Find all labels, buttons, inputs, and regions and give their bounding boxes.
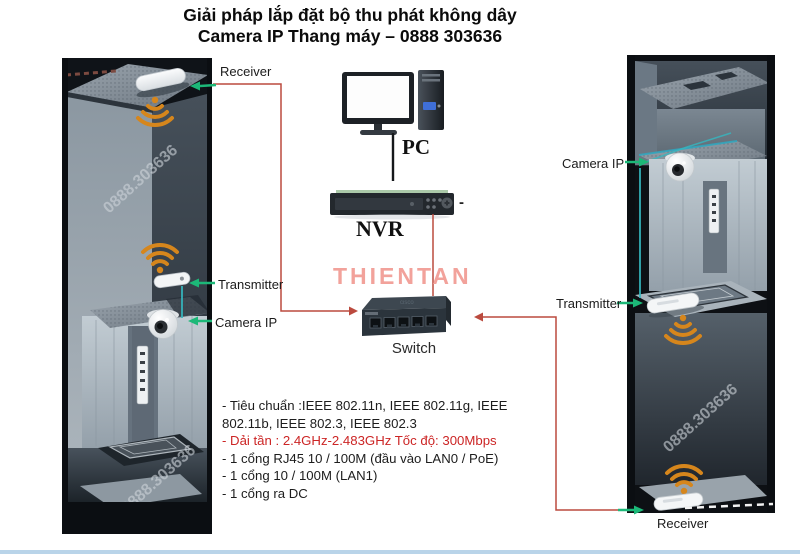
nvr-front-panel bbox=[335, 198, 423, 210]
nvr-illustration bbox=[330, 190, 454, 220]
right-transmitter-arrow-icon bbox=[633, 298, 643, 308]
pc-illustration bbox=[342, 70, 444, 135]
right-dome-camera bbox=[665, 152, 695, 182]
label-left-receiver: Receiver bbox=[220, 64, 272, 79]
switch-illustration: cisco bbox=[362, 296, 451, 336]
title-line-2: Camera IP Thang máy – 0888 303636 bbox=[197, 26, 503, 46]
spec-frequency: - Dải tần : 2.4GHz-2.483GHz Tốc độ: 300M… bbox=[222, 433, 497, 448]
left-line-arrowhead-icon bbox=[349, 306, 358, 316]
pc-tower-display bbox=[423, 102, 436, 110]
label-nvr: NVR bbox=[356, 216, 404, 241]
label-switch: Switch bbox=[391, 340, 437, 357]
label-left-transmitter: Transmitter bbox=[218, 277, 284, 292]
label-pc: PC bbox=[402, 135, 430, 159]
page-title: Giải pháp lắp đặt bộ thu phát không dây … bbox=[90, 5, 610, 47]
right-bottom-dashed-line bbox=[684, 502, 774, 510]
switch-top-face bbox=[362, 296, 446, 310]
left-pit-floor bbox=[80, 474, 202, 508]
brand-watermark: THIENTAN bbox=[333, 263, 472, 289]
left-camera-arrow-icon bbox=[188, 316, 198, 326]
switch-side-face bbox=[446, 296, 451, 326]
title-line-1: Giải pháp lắp đặt bộ thu phát không dây bbox=[183, 5, 517, 25]
right-receiver-device bbox=[653, 492, 704, 511]
bottom-divider-bar bbox=[0, 550, 800, 554]
spec-port3: - 1 cổng ra DC bbox=[222, 485, 308, 501]
spec-port1: - 1 cổng RJ45 10 / 100M (đầu vào LAN0 / … bbox=[222, 450, 499, 466]
right-receiver-switch-line bbox=[483, 316, 622, 511]
right-elevator-illustration: 0888.303636 bbox=[627, 55, 775, 513]
spec-port2: - 1 cổng 10 / 100M (LAN1) bbox=[222, 468, 378, 483]
nvr-dash-mark: - bbox=[459, 194, 464, 211]
right-ceiling-vent bbox=[683, 81, 711, 90]
pc-monitor-screen bbox=[347, 76, 409, 118]
nvr-top-highlight bbox=[336, 190, 448, 194]
left-elevator-illustration: 0888.303636 bbox=[62, 58, 212, 534]
left-ceiling-edge bbox=[67, 92, 153, 113]
left-frame-bottom bbox=[62, 502, 212, 534]
left-receiver-arrow-icon bbox=[190, 81, 200, 91]
right-transmitter-device bbox=[646, 292, 705, 318]
left-receiver-device bbox=[135, 67, 190, 98]
left-receiver-switch-line bbox=[213, 83, 349, 312]
left-cab-control-panel bbox=[136, 345, 149, 405]
label-right-receiver: Receiver bbox=[657, 516, 709, 531]
right-shaft-pit bbox=[635, 313, 767, 485]
spec-standards: - Tiêu chuẩn :IEEE 802.11n, IEEE 802.11g… bbox=[222, 398, 508, 431]
label-right-transmitter: Transmitter bbox=[556, 296, 622, 311]
label-arrows bbox=[188, 81, 649, 515]
switch-ports bbox=[369, 315, 438, 329]
pc-monitor-stand bbox=[360, 130, 397, 135]
label-left-camera: Camera IP bbox=[215, 315, 278, 330]
left-dome-camera bbox=[147, 309, 179, 339]
svg-text:cisco: cisco bbox=[400, 300, 414, 306]
left-transmitter-device bbox=[153, 271, 191, 289]
pc-tower bbox=[418, 70, 444, 130]
right-line-arrowhead-icon bbox=[474, 312, 483, 322]
right-camera-cable bbox=[638, 140, 738, 156]
right-camera-arrow-icon bbox=[639, 157, 649, 167]
right-receiver-arrow-icon bbox=[634, 505, 644, 515]
left-transmitter-arrow-icon bbox=[189, 278, 199, 288]
spec-list: - Tiêu chuẩn :IEEE 802.11n, IEEE 802.11g… bbox=[222, 397, 532, 502]
label-right-camera: Camera IP bbox=[562, 156, 625, 171]
left-cab-ceiling-beam bbox=[166, 295, 210, 317]
